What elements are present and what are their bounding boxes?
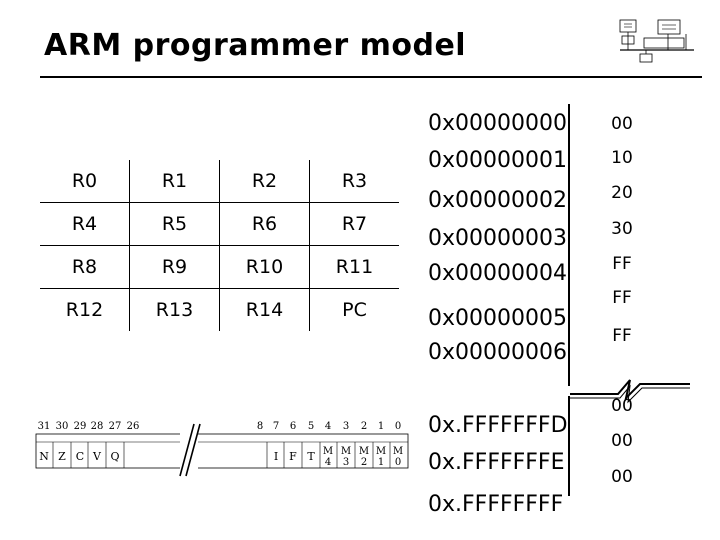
memory-value: 00 xyxy=(611,431,633,451)
register-cell: R6 xyxy=(219,202,310,246)
bit-number: 7 xyxy=(273,421,279,432)
memory-address: 0x00000005 xyxy=(428,306,567,331)
mode-bit-index: 1 xyxy=(378,457,384,468)
bit-number: 29 xyxy=(74,421,87,432)
bit-number: 31 xyxy=(38,421,51,432)
memory-address: 0x.FFFFFFFD xyxy=(428,413,568,438)
register-table: R0 R1 R2 R3 R4 R5 R6 R7 R8 R9 R10 R11 R1… xyxy=(40,160,399,331)
memory-address: 0x00000001 xyxy=(428,148,567,173)
memory-value: 00 xyxy=(611,114,633,134)
memory-value: FF xyxy=(612,326,632,346)
register-cell: R13 xyxy=(129,288,220,331)
mode-bit-label: M xyxy=(323,446,333,457)
memory-value: 20 xyxy=(611,183,633,203)
memory-column-border xyxy=(568,104,570,386)
memory-address: 0x00000006 xyxy=(428,340,567,365)
psr-flag: F xyxy=(289,450,297,463)
psr-flag: N xyxy=(39,450,49,463)
register-cell: R14 xyxy=(219,288,310,331)
psr-diagram: 31 30 29 28 27 26 8 7 6 5 4 3 2 1 0 N Z … xyxy=(35,421,409,477)
register-cell: R1 xyxy=(129,160,220,203)
register-cell: R3 xyxy=(309,160,399,203)
memory-address: 0x00000003 xyxy=(428,226,567,251)
register-cell: R7 xyxy=(309,202,399,246)
bit-number: 0 xyxy=(395,421,401,432)
memory-value: 10 xyxy=(611,148,633,168)
register-cell: R12 xyxy=(40,288,130,331)
psr-flag: V xyxy=(92,450,102,463)
bit-number: 27 xyxy=(109,421,122,432)
register-cell: PC xyxy=(309,288,399,331)
register-cell: R2 xyxy=(219,160,310,203)
bit-number: 28 xyxy=(91,421,104,432)
title-divider xyxy=(40,76,702,78)
memory-address: 0x.FFFFFFFE xyxy=(428,450,565,475)
psr-flag: I xyxy=(274,450,278,463)
bit-number: 8 xyxy=(257,421,263,432)
memory-value: 00 xyxy=(611,467,633,487)
register-cell: R8 xyxy=(40,245,130,289)
memory-value: 00 xyxy=(611,396,633,416)
slide-title: ARM programmer model xyxy=(44,28,467,63)
mode-bit-index: 0 xyxy=(395,457,401,468)
register-cell: R5 xyxy=(129,202,220,246)
memory-address: 0x00000000 xyxy=(428,111,567,136)
memory-column-border xyxy=(568,396,570,496)
mode-bit-index: 2 xyxy=(361,457,367,468)
bit-number: 1 xyxy=(378,421,384,432)
bit-number: 2 xyxy=(361,421,367,432)
psr-flag: C xyxy=(76,450,84,463)
register-cell: R9 xyxy=(129,245,220,289)
mode-bit-label: M xyxy=(341,446,351,457)
mode-bit-label: M xyxy=(359,446,369,457)
mode-bit-index: 3 xyxy=(343,457,349,468)
psr-flag: Q xyxy=(110,450,119,463)
bit-number: 5 xyxy=(308,421,314,432)
memory-address: 0x00000004 xyxy=(428,261,567,286)
memory-value: FF xyxy=(612,254,632,274)
mode-bit-index: 4 xyxy=(325,457,331,468)
bit-number: 6 xyxy=(290,421,296,432)
register-cell: R0 xyxy=(40,160,130,203)
register-cell: R4 xyxy=(40,202,130,246)
memory-break-icon xyxy=(570,379,690,404)
memory-value: FF xyxy=(612,288,632,308)
register-cell: R10 xyxy=(219,245,310,289)
memory-address: 0x00000002 xyxy=(428,188,567,213)
psr-flag: Z xyxy=(58,450,66,463)
bit-number: 30 xyxy=(56,421,69,432)
mode-bit-label: M xyxy=(376,446,386,457)
bit-number: 26 xyxy=(127,421,140,432)
register-cell: R11 xyxy=(309,245,399,289)
bit-number: 4 xyxy=(325,421,331,432)
memory-address: 0x.FFFFFFFF xyxy=(428,492,564,517)
mode-bit-label: M xyxy=(393,446,403,457)
memory-value: 30 xyxy=(611,219,633,239)
course-logo-icon xyxy=(619,19,694,63)
bit-number: 3 xyxy=(343,421,349,432)
psr-flag: T xyxy=(307,450,315,463)
